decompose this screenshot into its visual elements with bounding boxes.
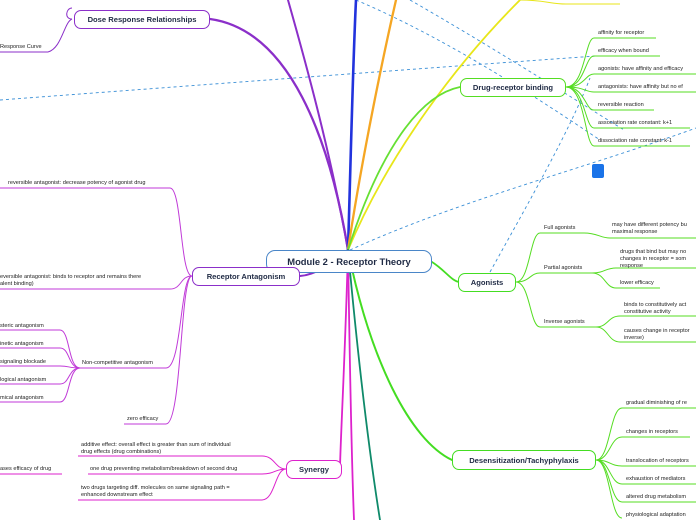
- subtopic-chemical[interactable]: mical antagonism: [0, 395, 44, 401]
- subtopic-reversible-antagonist[interactable]: reversible antagonist: decrease potency …: [8, 180, 146, 186]
- text-line: alent binding): [0, 281, 34, 287]
- subtopic-inverse-agonists-note2[interactable]: causes change in receptor inverse): [624, 328, 690, 342]
- central-topic[interactable]: Module 2 - Receptor Theory: [266, 250, 432, 273]
- branch-line-desensitization: [347, 249, 453, 461]
- connector: [565, 73, 595, 88]
- connector: [165, 275, 193, 369]
- subtopic-exhaustion[interactable]: exhaustion of mediators: [626, 476, 686, 482]
- connector: [66, 7, 73, 20]
- connector: [59, 329, 81, 369]
- relationship-line[interactable]: [349, 127, 696, 251]
- connector: [261, 455, 287, 470]
- subtopic-partial-agonists-note[interactable]: drugs that bind but may no changes in re…: [620, 249, 686, 270]
- connector: [595, 407, 623, 461]
- branch-line-agonists: [431, 261, 461, 283]
- topic-desensitization[interactable]: Desensitization/Tachyphylaxis: [452, 450, 596, 470]
- relationship-line[interactable]: [489, 77, 591, 273]
- branch-line-top-yellow: [347, 0, 521, 251]
- subtopic-lower-efficacy[interactable]: lower efficacy: [620, 280, 654, 286]
- branch-line-bottom-teal: [347, 249, 381, 520]
- topic-agonists[interactable]: Agonists: [458, 273, 516, 292]
- connector: [515, 232, 541, 283]
- subtopic-full-agonists[interactable]: Full agonists: [544, 225, 576, 231]
- connector: [59, 367, 81, 403]
- subtopic-dissociation-rate[interactable]: dissociation rate constant: k-1: [598, 138, 672, 144]
- text-line: additive effect: overall effect is great…: [81, 442, 231, 448]
- text-line: maximal response: [612, 229, 658, 235]
- subtopic-signaling-blockade[interactable]: signaling blockade: [0, 359, 47, 365]
- subtopic-translocation[interactable]: translocation of receptors: [626, 458, 689, 464]
- subtopic-efficacy-of-drug[interactable]: ases efficacy of drug: [0, 466, 52, 472]
- subtopic-affinity[interactable]: affinity for receptor: [598, 30, 645, 36]
- connector: [565, 86, 595, 147]
- subtopic-antagonists-affinity[interactable]: antagonists: have affinity but no ef: [598, 84, 683, 90]
- subtopic-inverse-agonists[interactable]: Inverse agonists: [544, 319, 585, 325]
- subtopic-efficacy-bound[interactable]: efficacy when bound: [598, 48, 649, 54]
- branch-line-drug-receptor: [347, 86, 461, 251]
- text-line: two drugs targeting diff. molecules on s…: [81, 485, 230, 491]
- subtopic-additive-effect[interactable]: additive effect: overall effect is great…: [81, 442, 231, 456]
- branch-line-top-orange: [346, 0, 398, 252]
- topic-receptor-antagonism[interactable]: Receptor Antagonism: [192, 267, 300, 286]
- text-line: response: [620, 263, 644, 269]
- connector: [565, 37, 595, 88]
- subtopic-reversible-reaction[interactable]: reversible reaction: [598, 102, 644, 108]
- branch-line-dose-response: [208, 17, 350, 252]
- relationship-line[interactable]: [409, 0, 625, 131]
- branch-line-bottom-magenta: [347, 249, 355, 520]
- subtopic-zero-efficacy[interactable]: zero efficacy: [127, 416, 159, 422]
- relationship-line[interactable]: [0, 55, 597, 101]
- subtopic-steric[interactable]: steric antagonism: [0, 323, 44, 329]
- branch-line-top-blue: [346, 0, 358, 252]
- subtopic-association-rate[interactable]: association rate constant: k+1: [598, 120, 673, 126]
- connector: [595, 459, 623, 485]
- text-line: binds to constitutively act: [624, 302, 687, 308]
- subtopic-metabolism[interactable]: one drug preventing metabolism/breakdown…: [90, 466, 238, 472]
- subtopic-signaling-path[interactable]: two drugs targeting diff. molecules on s…: [81, 485, 230, 499]
- text-line: constitutive activity: [624, 309, 671, 315]
- subtopic-response-curve[interactable]: Response Curve: [0, 44, 42, 50]
- topic-synergy[interactable]: Synergy: [286, 460, 342, 479]
- branch-line-synergy: [339, 249, 349, 470]
- connector: [261, 468, 287, 501]
- text-line: changes in receptor = som: [620, 256, 687, 262]
- subtopic-partial-agonists[interactable]: Partial agonists: [544, 265, 583, 271]
- subtopic-agonists-affinity[interactable]: agonists: have affinity and efficacy: [598, 66, 683, 72]
- subtopic-noncompetitive[interactable]: Non-competitive antagonism: [82, 360, 153, 366]
- connector: [59, 347, 81, 369]
- topic-dose-response[interactable]: Dose Response Relationships: [74, 10, 210, 29]
- subtopic-irreversible-antagonist[interactable]: eversible antagonist: binds to receptor …: [0, 274, 141, 288]
- subtopic-full-agonists-note[interactable]: may have different potency bu maximal re…: [612, 222, 687, 236]
- subtopic-kinetic[interactable]: inetic antagonism: [0, 341, 44, 347]
- text-line: eversible antagonist: binds to receptor …: [0, 274, 142, 280]
- subtopic-physiological-adaptation[interactable]: physiological adaptation: [626, 512, 686, 518]
- text-line: drugs that bind but may no: [620, 249, 687, 255]
- connector: [165, 275, 193, 425]
- topic-drug-receptor-binding[interactable]: Drug-receptor binding: [460, 78, 566, 97]
- connector: [169, 187, 193, 277]
- text-line: may have different potency bu: [612, 222, 687, 228]
- subtopic-physiological[interactable]: logical antagonism: [0, 377, 47, 383]
- connector: [595, 459, 623, 519]
- branch-line-top-purple: [287, 0, 349, 251]
- subtopic-altered-metabolism[interactable]: altered drug metabolism: [626, 494, 687, 500]
- connector: [515, 281, 541, 328]
- relationship-handle[interactable]: [592, 164, 604, 178]
- connector: [169, 275, 193, 290]
- connector: [595, 436, 623, 461]
- connector: [565, 55, 595, 88]
- subtopic-changes-receptors[interactable]: changes in receptors: [626, 429, 678, 435]
- subtopic-gradual-diminishing[interactable]: gradual diminishing of re: [626, 400, 687, 406]
- connector: [595, 459, 623, 503]
- subtopic-inverse-agonists-note1[interactable]: binds to constitutively act constitutive…: [624, 302, 686, 316]
- text-line: inverse): [624, 335, 644, 341]
- connector: [515, 272, 541, 283]
- relationship-line[interactable]: [355, 0, 601, 141]
- text-line: enhanced downstream effect: [81, 492, 153, 498]
- text-line: drug effects (drug combinations): [81, 449, 162, 455]
- text-line: causes change in receptor: [624, 328, 690, 334]
- connector: [47, 18, 73, 53]
